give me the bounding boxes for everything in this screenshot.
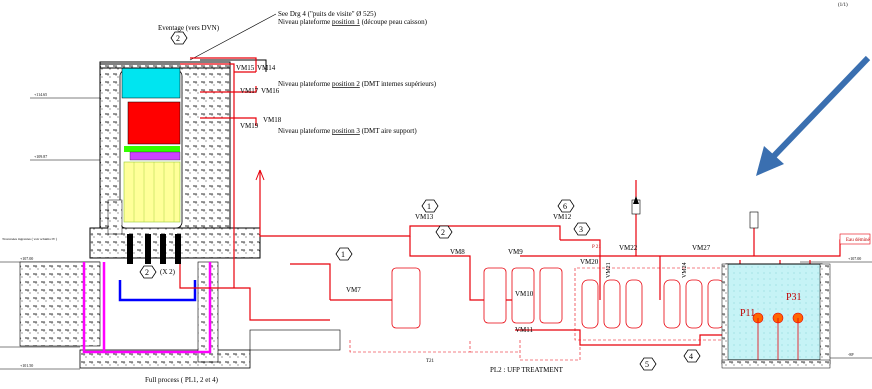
svg-text:Traversées ingrantes ( voir sc: Traversées ingrantes ( voir schéma IV ) [2,237,58,241]
callout-3: 3 [573,222,591,236]
callout-4: 4 [683,349,701,363]
valve-vm16: VM16 [261,87,280,95]
callout-1-top: 1 [421,199,439,213]
blue-arrow [756,55,871,176]
pl2-label: PL2 : UFP TREATMENT [490,366,564,374]
valve-vm19: VM19 [240,122,259,130]
callout-2-top: 2 [170,31,188,45]
callouts: 2 1 2 6 3 1 2 (X 2) 5 4 [139,31,701,371]
valve-vm11: VM11 [515,326,534,334]
purple-band [129,151,181,161]
valve-vm10: VM10 [515,290,534,298]
svg-text:2: 2 [441,228,445,237]
p11-label: P11 [740,308,755,319]
full-process-label: Full process ( PL1, 2 et 4) [145,376,219,384]
lower-pit [19,261,341,369]
valve-labels: VM15 VM14 VM17 VM16 VM18 VM19 VM13 VM12 … [236,64,711,334]
red-zone [127,101,181,145]
p31-label: P31 [786,292,802,303]
callout-1-mid: 1 [335,247,353,261]
svg-text:2: 2 [176,34,180,43]
valve-vm21: VM21 [606,262,612,278]
callout-x2: (X 2) [160,268,176,276]
valve-vm24: VM24 [682,262,688,278]
valve-vm22: VM22 [619,244,638,252]
callout-2-mid: 2 [435,225,453,239]
green-band [124,146,180,152]
level3-text: Niveau plateforme position 3 (DMT aire s… [278,127,417,135]
svg-text:+109.87: +109.87 [34,154,47,159]
svg-text:1: 1 [341,250,345,259]
svg-text:5: 5 [645,360,649,369]
see-drg-text: See Drg 4 ("puits de visite" Ø 525) [278,10,377,18]
valve-vm12: VM12 [553,213,572,221]
svg-text:6: 6 [563,202,567,211]
p21-label: P 21 [592,245,601,250]
level1-text: Niveau plateforme position 1 (découpe pe… [278,18,428,26]
valve-vm14: VM14 [257,64,276,72]
pool-tank [721,263,831,369]
reactor-block [89,59,267,264]
valve-vm27: VM27 [692,244,711,252]
callout-6: 6 [557,199,575,213]
level2-text: Niveau plateforme position 2 (DMT intern… [278,80,437,88]
svg-text:1: 1 [427,202,431,211]
svg-text:+114.65: +114.65 [34,92,47,97]
svg-text:-8P: -8P [848,352,854,357]
filter-units [391,267,725,329]
svg-text:4: 4 [689,352,693,361]
valve-vm13: VM13 [415,213,434,221]
cyan-zone [121,67,181,99]
svg-text:+101.50: +101.50 [20,363,33,368]
valve-vm15: VM15 [236,64,255,72]
leader-line [189,13,277,61]
eau-label: Eau déminé [846,238,871,243]
venting-label: Eventage (vers DVN) [158,24,220,32]
valve-vm17: VM17 [240,87,259,95]
valve-vm20: VM20 [580,258,599,266]
valve-vm8: VM8 [450,248,465,256]
t21-label: T21 [426,359,435,364]
valve-vm7: VM7 [346,286,361,294]
svg-text:3: 3 [579,225,583,234]
small-boxes [631,199,871,245]
yellow-zone [123,161,181,223]
svg-text:2: 2 [145,268,149,277]
corner-label: (1/1) [838,3,848,8]
svg-text:+107.00: +107.00 [848,256,861,261]
callout-5: 5 [639,357,657,371]
valve-vm9: VM9 [508,248,523,256]
callout-2-low: 2 [139,265,157,279]
valve-vm18: VM18 [263,116,282,124]
svg-text:+107.00: +107.00 [20,256,33,261]
